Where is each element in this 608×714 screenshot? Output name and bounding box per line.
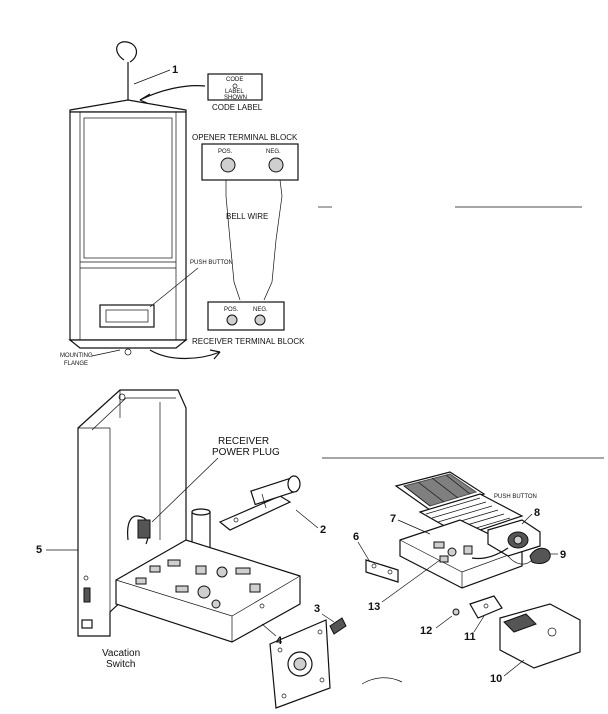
hanger-hook — [116, 41, 137, 63]
push-button-window — [99, 304, 155, 328]
code-label-line3: SHOWN — [224, 95, 247, 101]
bell-wire-label: BELL WIRE — [226, 212, 268, 221]
vacation-switch — [83, 587, 91, 603]
part-number-6: 6 — [353, 531, 359, 543]
part-number-9: 9 — [560, 549, 566, 561]
code-label-caption: CODE LABEL — [212, 103, 263, 112]
vacation-switch-label-1: Vacation — [102, 648, 140, 659]
part-number-5: 5 — [36, 544, 42, 556]
housing-upper-panel — [83, 117, 173, 259]
left-assembly: RECEIVER POWER PLUG Vacation Switch — [36, 389, 403, 709]
code-label-line2: LABEL — [225, 89, 244, 95]
push-button-label-right: PUSH BUTTON — [494, 494, 537, 500]
code-label-box — [207, 73, 263, 101]
bracket — [365, 559, 399, 583]
mounting-clip — [469, 595, 503, 619]
opener-pos-screw — [220, 157, 236, 173]
vacation-switch-label-2: Switch — [106, 659, 135, 670]
part-number-7: 7 — [390, 513, 396, 525]
opener-terminal-block-title: OPENER TERMINAL BLOCK — [192, 133, 298, 142]
code-label-line1: CODE — [226, 77, 243, 83]
top-assembly: 1 CODE LABEL SHOWN CODE LABEL OPENER TER… — [60, 41, 582, 367]
receiver-neg-screw — [254, 314, 266, 326]
right-assembly: PUSH BUTTON 8 9 7 6 — [322, 457, 604, 685]
mounting-flange-label-1: MOUNTING — [60, 353, 93, 359]
base-box-components — [433, 541, 473, 563]
receiver-terminal-block-title: RECEIVER TERMINAL BLOCK — [192, 337, 305, 346]
wall-plate — [499, 603, 581, 669]
selector-knob — [329, 617, 347, 635]
opener-terminal-block — [201, 143, 299, 181]
mounting-flange-label-2: FLANGE — [64, 361, 88, 367]
part-number-1: 1 — [172, 64, 178, 76]
antenna-coil-assembly — [218, 475, 301, 531]
receiver-pos-screw — [226, 314, 238, 326]
part-number-3: 3 — [314, 603, 320, 615]
housing-top — [69, 99, 187, 113]
speaker-unit — [487, 519, 541, 557]
part-number-4: 4 — [276, 635, 283, 647]
bell-wire-left — [225, 180, 241, 301]
opener-neg-label: NEG. — [266, 149, 281, 155]
receiver-terminal-block — [207, 301, 285, 331]
circuit-components — [135, 559, 261, 609]
opener-pos-label: POS. — [218, 149, 233, 155]
screw — [452, 608, 460, 616]
connector-plug — [529, 547, 551, 565]
part-number-2: 2 — [320, 524, 326, 536]
receiver-neg-label: NEG. — [253, 307, 268, 313]
power-plug — [137, 519, 151, 539]
receiver-power-plug-label-1: RECEIVER — [218, 436, 269, 447]
mounting-flange-hole — [124, 348, 132, 356]
bell-wire-right — [263, 179, 283, 301]
receiver-pos-label: POS. — [224, 307, 239, 313]
part-number-8: 8 — [534, 507, 540, 519]
opener-neg-screw — [268, 157, 284, 173]
push-button-label: PUSH BUTTON — [190, 260, 233, 266]
part-number-13: 13 — [368, 601, 380, 613]
part-number-11: 11 — [464, 631, 476, 643]
housing-bottom — [68, 339, 188, 349]
receiver-power-plug-label-2: POWER PLUG — [212, 447, 280, 458]
part-number-10: 10 — [490, 673, 502, 685]
part-number-12: 12 — [420, 625, 432, 637]
